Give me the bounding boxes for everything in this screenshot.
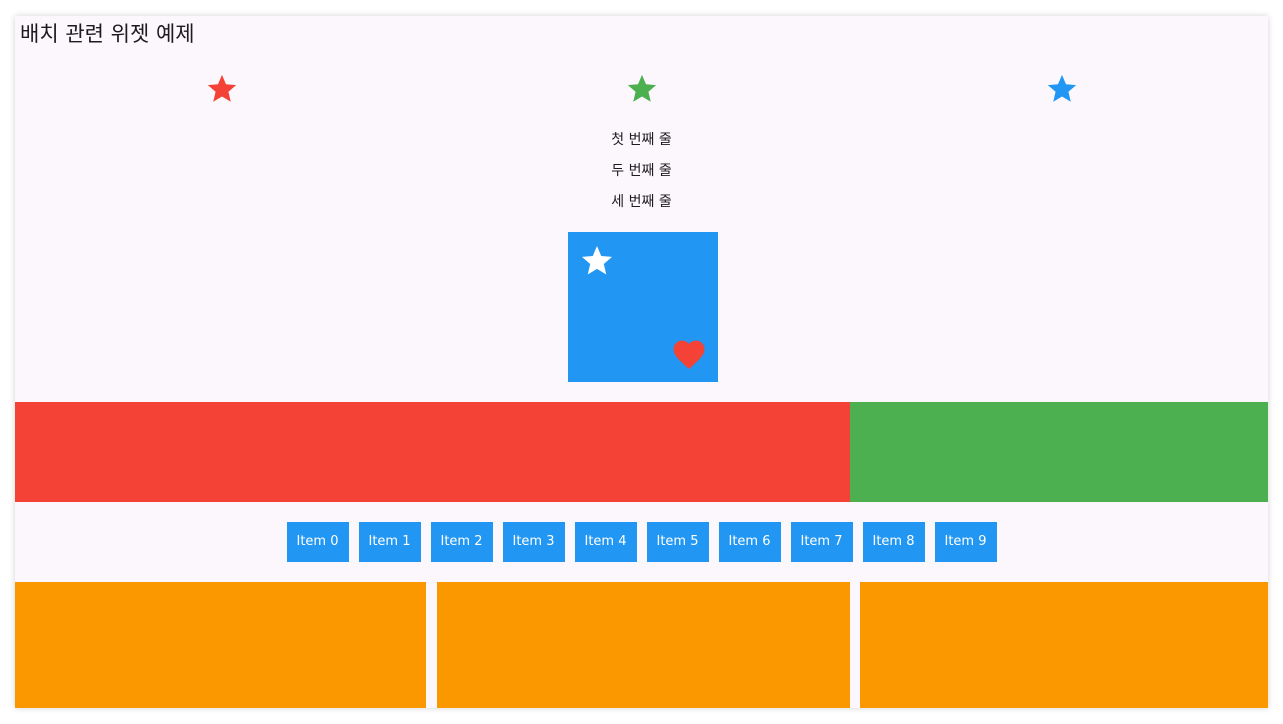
orange-box-1 <box>15 582 426 708</box>
column-line-1: 첫 번째 줄 <box>611 132 672 148</box>
heart-icon <box>673 340 705 369</box>
column-text: 첫 번째 줄 두 번째 줄 세 번째 줄 <box>15 128 1268 221</box>
item-5[interactable]: Item 5 <box>646 522 709 562</box>
item-2[interactable]: Item 2 <box>430 522 493 562</box>
star-icon <box>582 246 612 275</box>
orange-box-3 <box>860 582 1268 708</box>
red-star-icon <box>207 74 237 102</box>
app-window: 배치 관련 위젯 예제 첫 번째 줄 두 번째 줄 세 번째 줄 Item 0 … <box>15 16 1268 708</box>
item-6[interactable]: Item 6 <box>718 522 781 562</box>
expanded-row <box>15 402 1268 502</box>
column-line-2: 두 번째 줄 <box>611 163 672 179</box>
column-line-3: 세 번째 줄 <box>611 194 672 210</box>
items-row: Item 0 Item 1 Item 2 Item 3 Item 4 Item … <box>15 522 1268 562</box>
item-1[interactable]: Item 1 <box>358 522 421 562</box>
stack-box <box>568 232 718 382</box>
item-8[interactable]: Item 8 <box>862 522 925 562</box>
item-7[interactable]: Item 7 <box>790 522 853 562</box>
item-4[interactable]: Item 4 <box>574 522 637 562</box>
item-9[interactable]: Item 9 <box>934 522 997 562</box>
item-3[interactable]: Item 3 <box>502 522 565 562</box>
item-0[interactable]: Item 0 <box>286 522 349 562</box>
green-expanded-box <box>850 402 1268 502</box>
orange-row <box>15 582 1268 708</box>
red-expanded-box <box>15 402 851 502</box>
green-star-icon <box>627 74 657 102</box>
page-title: 배치 관련 위젯 예제 <box>20 22 195 46</box>
blue-star-icon <box>1047 74 1077 102</box>
star-row <box>15 72 1268 106</box>
orange-box-2 <box>436 582 850 708</box>
